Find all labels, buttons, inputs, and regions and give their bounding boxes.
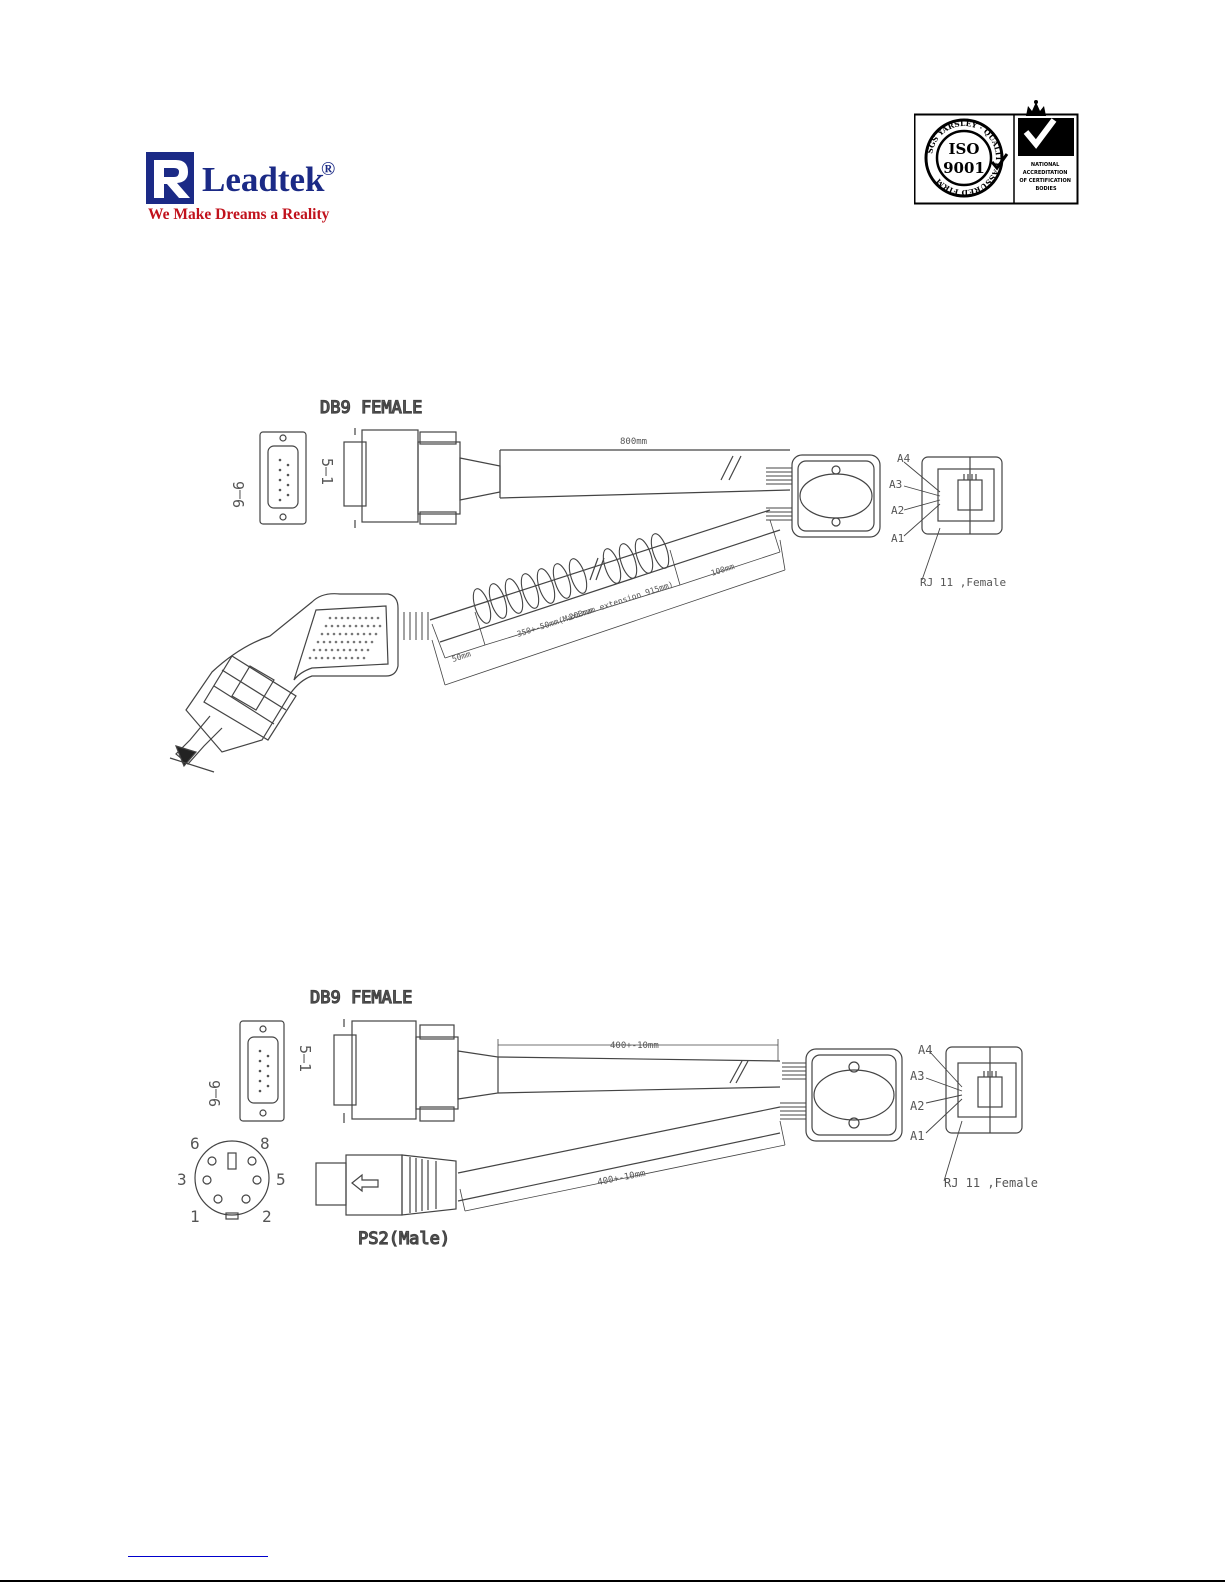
iso-standard-top: ISO: [949, 140, 980, 158]
db9-side-view: [343, 428, 501, 528]
pin-a3-label-1: A3: [889, 478, 902, 491]
pin-a2-label-1: A2: [891, 504, 904, 517]
crown-icon: [1026, 100, 1046, 116]
db9-front-view: [259, 431, 307, 525]
iso-certification-badge: SGS YARSLEY · QUALITY ASSURED FIRM ISO 9…: [914, 100, 1079, 205]
dim-coil-50: 50mm: [451, 649, 472, 664]
pin-a1-label-2: A1: [910, 1129, 924, 1143]
iso-standard-number: 9001: [943, 159, 985, 177]
rj11-label-1: RJ 11 ,Female: [920, 576, 1006, 589]
pin-a1-label-1: A1: [891, 532, 904, 545]
ps2-pin-8: 8: [260, 1134, 270, 1153]
db9-pin-left-label-1: 9—6: [230, 481, 248, 508]
ps2-plug: [315, 1154, 457, 1216]
ps2-pin-3: 3: [177, 1170, 187, 1189]
pin-a3-label-2: A3: [910, 1069, 924, 1083]
ps2-pin-1: 1: [190, 1207, 200, 1226]
ps2-pin-6: 6: [190, 1134, 200, 1153]
accreditation-line-3: OF CERTIFICATION: [1019, 178, 1071, 184]
db9-title-1: DB9 FEMALE: [320, 398, 422, 418]
pin-a4-label-2: A4: [918, 1043, 932, 1057]
dim-cable-bottom-2: 400+-10mm: [597, 1169, 647, 1188]
junction-module: [791, 454, 881, 538]
pin-a2-label-2: A2: [910, 1099, 924, 1113]
db9-side-view-2: [333, 1019, 499, 1123]
dim-coil-100: 100mm: [710, 562, 736, 578]
pin-a4-label-1: A4: [897, 452, 911, 465]
svg-text:NATIONAL ACCREDITATION: NATIONAL ACCREDITATION OF CERTIFICATION …: [1019, 162, 1072, 192]
ps2-pin-2: 2: [262, 1207, 272, 1226]
dim-cable-top-2: 400+-10mm: [610, 1041, 659, 1051]
db9-pin-left-label-2: 9—6: [206, 1080, 224, 1107]
db9-pin-right-label-2: 5—1: [296, 1045, 314, 1072]
db9-pin-right-label-1: 5—1: [318, 458, 336, 485]
ps2-pinout: [194, 1140, 270, 1220]
rj11-label-2: RJ 11 ,Female: [944, 1176, 1038, 1190]
coiled-cable: [429, 509, 781, 643]
cigarette-plug: [169, 593, 399, 773]
leadtek-logo-icon: [146, 152, 194, 204]
footer-rule: [0, 1580, 1225, 1582]
accreditation-line-1: NATIONAL: [1031, 162, 1060, 168]
brand-tagline: We Make Dreams a Reality: [148, 206, 330, 223]
registered-mark: ®: [321, 159, 336, 180]
rj11-jack-2: [945, 1046, 1023, 1134]
diagram-db9-coiled-cable: DB9 FEMALE 9—6 5—1: [169, 397, 1006, 773]
db9-front-view-2: [239, 1020, 285, 1122]
brand-name: Leadtek: [202, 160, 325, 199]
ps2-pin-5: 5: [276, 1170, 286, 1189]
db9-title-2: DB9 FEMALE: [310, 988, 412, 1008]
diagram-db9-ps2-cable: DB9 FEMALE 9—6 5—1: [177, 987, 1038, 1249]
footer-link-underline[interactable]: [128, 1556, 268, 1557]
dim-cable-length-1: 800mm: [620, 437, 647, 447]
junction-module-2: [805, 1048, 903, 1142]
ps2-label: PS2(Male): [358, 1229, 450, 1249]
accreditation-line-2: ACCREDITATION: [1023, 170, 1068, 176]
accreditation-line-4: BODIES: [1035, 186, 1056, 192]
rj11-jack: [921, 456, 1003, 535]
